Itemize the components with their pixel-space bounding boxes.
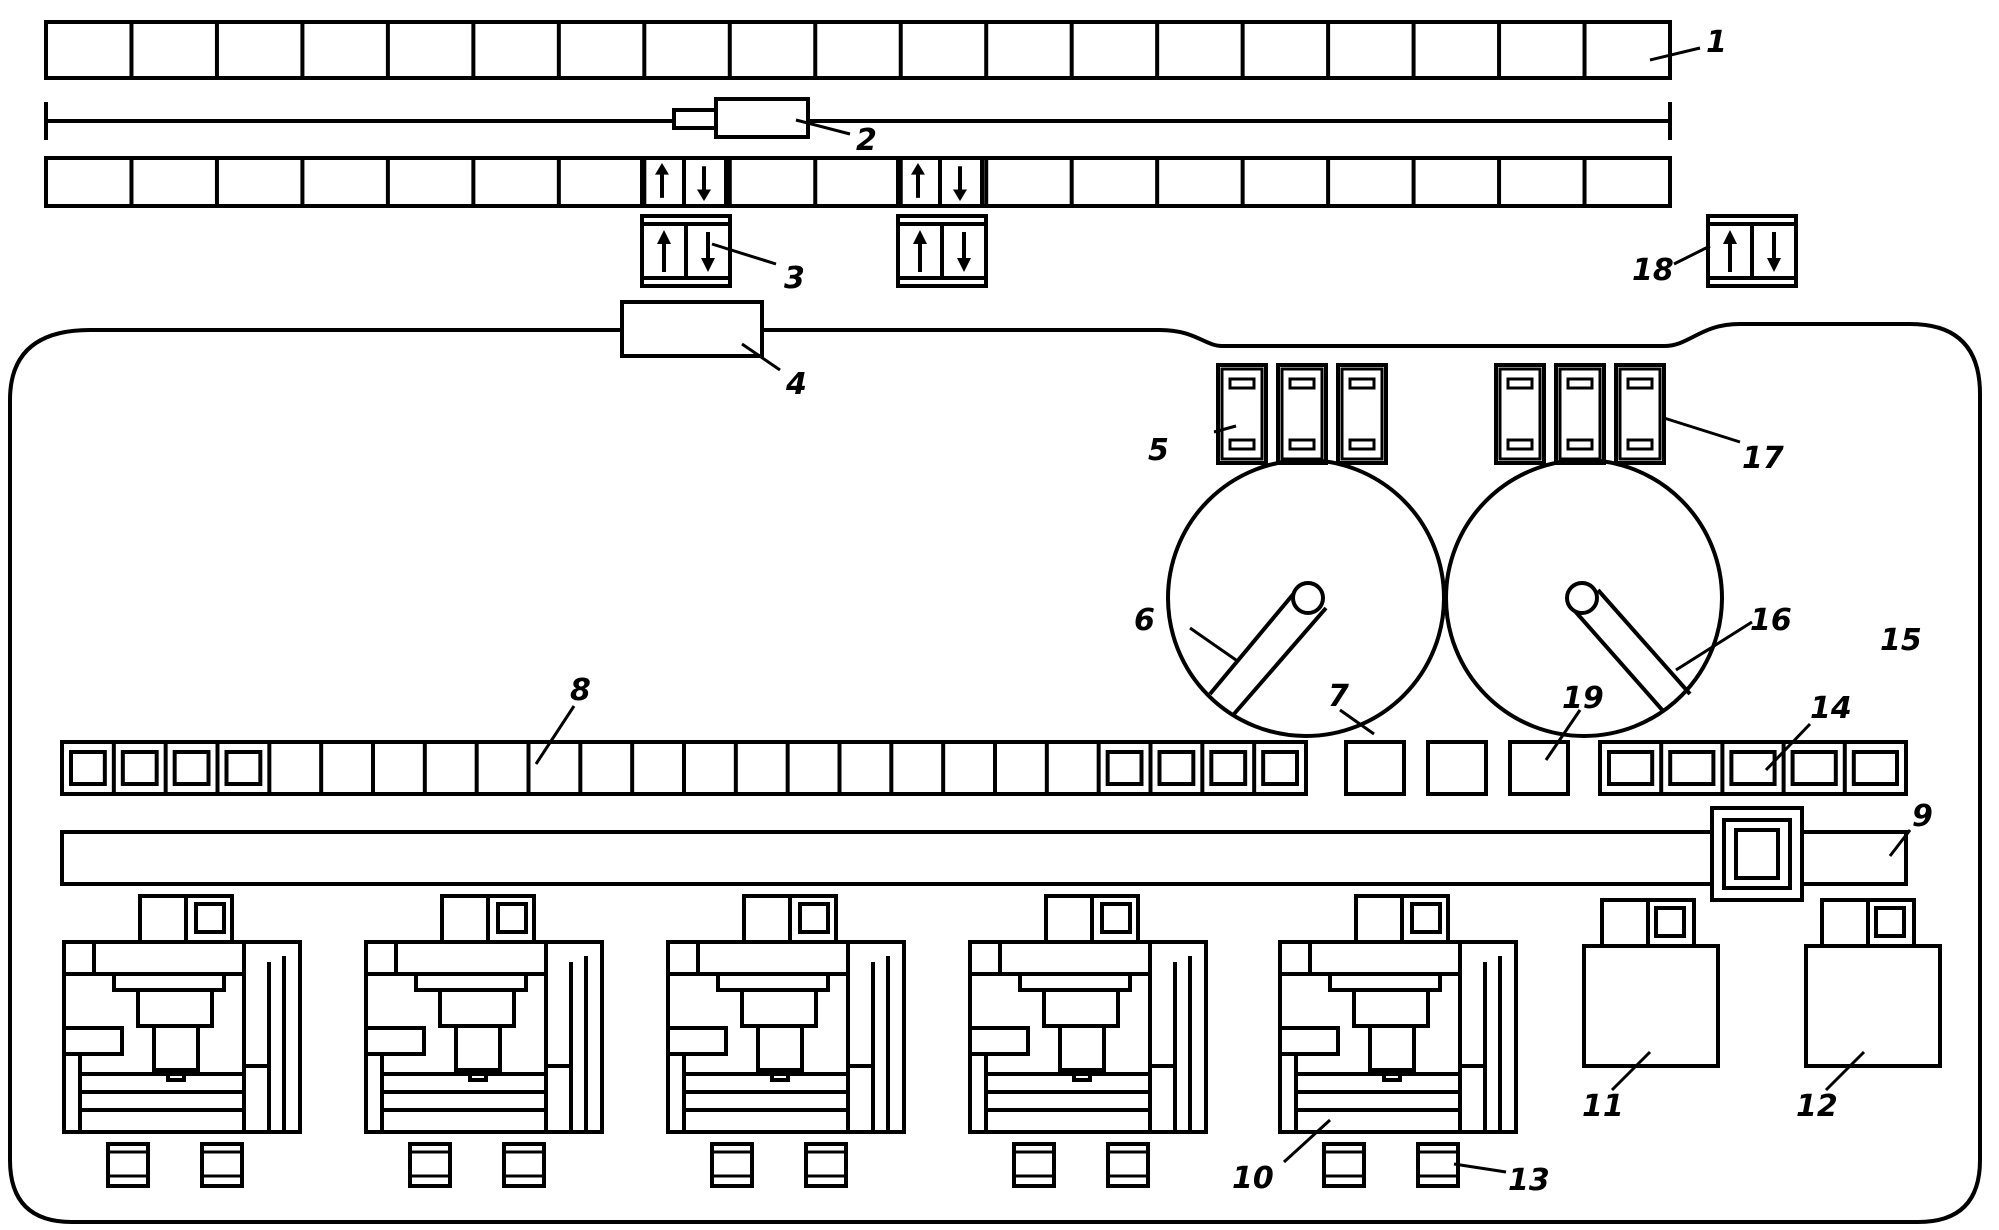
buffer-14 [1598, 740, 1908, 796]
label-3: 3 [784, 261, 805, 296]
rack-bottom [44, 156, 1672, 209]
label-1: 1 [1706, 25, 1727, 60]
leader-lines [534, 46, 1912, 1174]
label-19: 19 [1562, 681, 1604, 716]
machine-station-4 [968, 894, 1208, 1134]
label-10: 10 [1232, 1161, 1274, 1196]
transfer-station-18 [1706, 214, 1798, 288]
label-11: 11 [1582, 1089, 1624, 1124]
label-16: 16 [1750, 603, 1792, 638]
stacker-crane [714, 97, 810, 139]
machine-station-1 [62, 894, 302, 1134]
label-2: 2 [856, 123, 877, 158]
label-9: 9 [1912, 799, 1933, 834]
robot-left [1166, 458, 1446, 738]
robot-right [1444, 458, 1724, 738]
label-14: 14 [1810, 691, 1852, 726]
label-17: 17 [1742, 441, 1784, 476]
transport-cart [1710, 806, 1804, 902]
machine-station-5 [1278, 894, 1518, 1134]
position-7 [1344, 740, 1406, 796]
label-12: 12 [1796, 1089, 1838, 1124]
rack-top [44, 20, 1672, 80]
label-13: 13 [1508, 1163, 1550, 1198]
conveyor-buffer [60, 740, 1308, 796]
pallet-group-5 [1216, 363, 1388, 465]
machine-station-2 [364, 894, 604, 1134]
machine-station-3 [666, 894, 906, 1134]
loading-station [620, 300, 764, 358]
enclosure-outline [8, 322, 1982, 1224]
position-19 [1508, 740, 1570, 796]
station-11 [1582, 898, 1720, 1068]
label-7: 7 [1328, 679, 1349, 714]
part-labels: 1 2 3 4 5 6 7 8 9 10 11 12 13 14 15 16 1… [570, 25, 1933, 1198]
pallet-group-17 [1494, 363, 1666, 465]
station-12 [1804, 898, 1942, 1068]
label-4: 4 [785, 367, 807, 402]
label-6: 6 [1134, 603, 1155, 638]
position-mid [1426, 740, 1488, 796]
transfer-station-3b [896, 214, 988, 288]
label-8: 8 [570, 673, 591, 708]
transport-track [60, 806, 1908, 902]
label-18: 18 [1632, 253, 1674, 288]
transfer-station-3a [640, 214, 732, 288]
stacker-rail [44, 97, 1672, 140]
label-15: 15 [1880, 623, 1922, 658]
label-5: 5 [1148, 433, 1169, 468]
